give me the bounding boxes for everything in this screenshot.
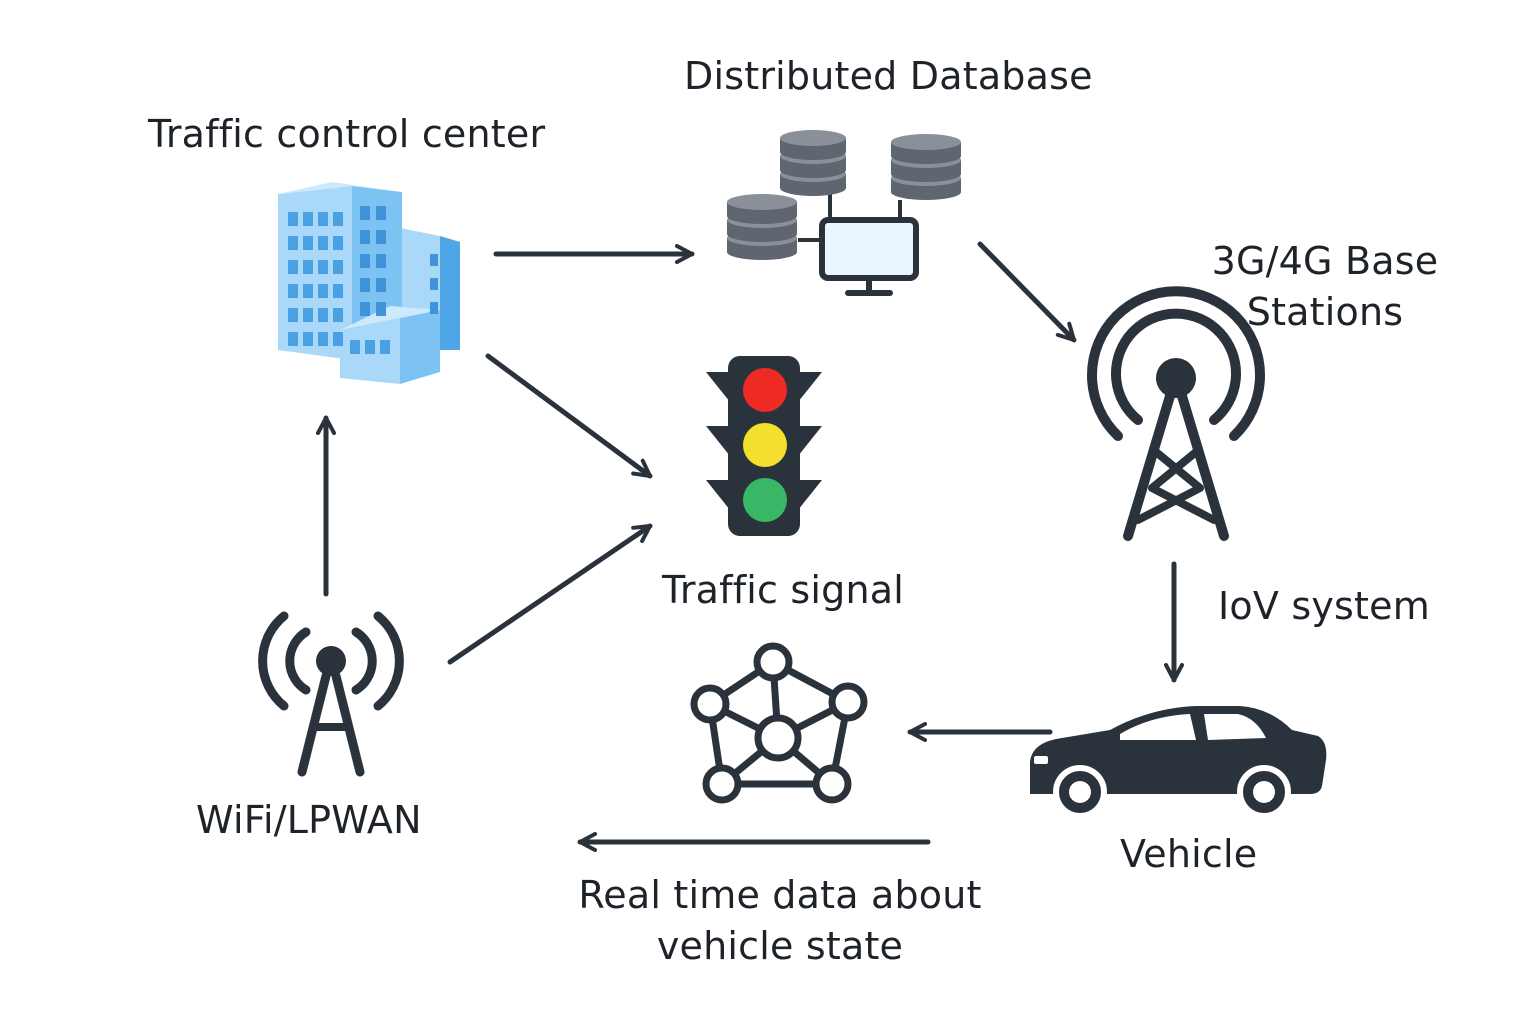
building-window xyxy=(288,260,298,274)
building-window xyxy=(288,212,298,226)
building-window xyxy=(376,254,386,268)
building-window xyxy=(333,308,343,322)
green-light xyxy=(743,478,787,522)
arrow-database-to-base-station xyxy=(977,241,1077,343)
building-window xyxy=(288,332,298,346)
building-window xyxy=(303,236,313,250)
building-window xyxy=(288,284,298,298)
building-window xyxy=(360,254,370,268)
building-window xyxy=(430,254,438,266)
vehicle-label: Vehicle xyxy=(1120,832,1258,876)
building-window xyxy=(376,206,386,220)
building-window xyxy=(360,278,370,292)
building-window xyxy=(333,284,343,298)
arrow-center-to-signal xyxy=(485,353,653,479)
distributed-database-label: Distributed Database xyxy=(684,54,1093,98)
building-window xyxy=(360,230,370,244)
database-cluster-icon xyxy=(727,130,961,296)
database-cylinder-icon xyxy=(891,134,961,200)
building-window xyxy=(333,260,343,274)
car-icon xyxy=(1030,706,1327,819)
realtime-data-label: Real time data about vehicle state xyxy=(578,873,982,968)
building-window xyxy=(303,260,313,274)
building-window xyxy=(360,302,370,316)
monitor-icon xyxy=(819,217,919,296)
traffic-signal-label: Traffic signal xyxy=(662,568,905,612)
building-window xyxy=(380,340,390,354)
building-window xyxy=(303,332,313,346)
building-window xyxy=(376,278,386,292)
building-window xyxy=(365,340,375,354)
network-graph-icon xyxy=(690,642,868,804)
building-window xyxy=(360,206,370,220)
building-window xyxy=(376,230,386,244)
red-light xyxy=(743,368,787,412)
building-window xyxy=(430,278,438,290)
building-window xyxy=(318,236,328,250)
building-window xyxy=(318,212,328,226)
iov-system-label: IoV system xyxy=(1218,584,1430,628)
wifi-lpwan-label: WiFi/LPWAN xyxy=(196,798,422,842)
building-window xyxy=(430,302,438,314)
cell-tower-icon xyxy=(1087,286,1265,541)
building-window xyxy=(350,340,360,354)
wifi-antenna-icon xyxy=(258,611,404,777)
yellow-light xyxy=(743,423,787,467)
building-window xyxy=(333,332,343,346)
building-window xyxy=(333,212,343,226)
database-cylinder-icon xyxy=(780,130,846,196)
building-window xyxy=(318,284,328,298)
building-window xyxy=(303,308,313,322)
building-window xyxy=(376,302,386,316)
building-window xyxy=(318,332,328,346)
office-building-icon xyxy=(278,182,460,384)
building-window xyxy=(303,284,313,298)
building-window xyxy=(333,236,343,250)
building-window xyxy=(318,308,328,322)
database-cylinder-icon xyxy=(727,194,797,260)
building-window xyxy=(318,260,328,274)
building-window xyxy=(288,308,298,322)
base-stations-label: 3G/4G Base Stations xyxy=(1211,239,1439,334)
traffic-control-center-label: Traffic control center xyxy=(148,112,546,156)
traffic-light-icon xyxy=(706,356,822,536)
building-window xyxy=(303,212,313,226)
arrow-wifi-to-signal xyxy=(447,523,653,665)
building-window xyxy=(288,236,298,250)
